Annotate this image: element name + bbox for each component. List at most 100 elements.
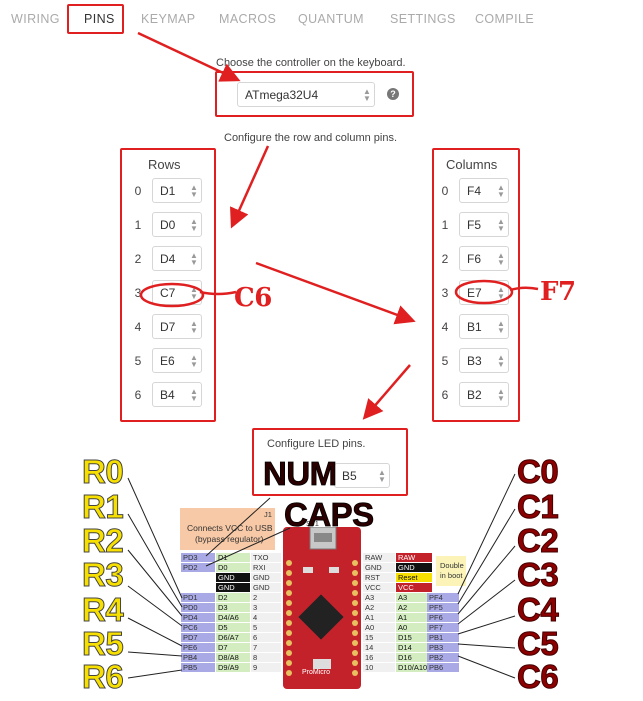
columns-select-2[interactable]: F6▲▼ [459,246,509,271]
left-pin-alt: GND [251,573,281,582]
right-pin-alt: D16 [396,653,432,662]
rows-panel [120,148,216,422]
tab-wiring[interactable]: WIRING [11,12,60,26]
rows-index: 2 [134,252,142,266]
left-pin-name: GND [216,583,250,592]
columns-select-0[interactable]: F4▲▼ [459,178,509,203]
columns-index: 0 [441,184,449,198]
columns-index: 5 [441,354,449,368]
right-pin-name: GND [363,563,395,572]
right-pin-name: 15 [363,633,395,642]
right-port-label: PF7 [427,623,459,632]
row-label-r2: R2 [81,522,124,559]
right-pin-alt: VCC [396,583,432,592]
rows-select-6[interactable]: B4▲▼ [152,382,202,407]
column-label-c2: C2 [516,522,559,559]
jumper-note-box [180,508,275,550]
column-label-c4: C4 [516,591,559,628]
right-pin-name: 10 [363,663,395,672]
help-icon[interactable]: ? [387,88,399,100]
left-port-label: PC6 [181,623,215,632]
right-pin-alt: A2 [396,603,432,612]
rows-value: D7 [160,319,176,334]
right-pin-name: RAW [363,553,395,562]
boot-note-line1: Double [440,561,464,570]
tab-macros[interactable]: MACROS [219,12,277,26]
left-port-label: PD7 [181,633,215,642]
board-brand-label: ProMicro [302,669,331,676]
left-pin-name: D0 [216,563,250,572]
left-port-label: PB5 [181,663,215,672]
controller-select[interactable]: ATmega32U4 ▲▼ [237,82,375,107]
right-pin-alt: Reset [396,573,432,582]
columns-index: 6 [441,388,449,402]
left-pin-alt: 2 [251,593,281,602]
rows-select-1[interactable]: D0 ▲▼ [152,212,202,237]
select-spinner-icon: ▲▼ [190,182,198,199]
row3-note: C6 [234,283,272,313]
arrow-3 [255,261,416,325]
right-pin-name: A0 [363,623,395,632]
rows-value: D0 [160,217,176,232]
left-pin-alt: 4 [251,613,281,622]
select-spinner-icon: ▲▼ [497,352,505,369]
tab-keymap[interactable]: KEYMAP [141,12,196,26]
columns-select-5[interactable]: B3▲▼ [459,348,509,373]
rows-title: Rows [148,157,181,172]
rows-value: D4 [160,251,176,266]
left-pin-name: D7 [216,643,250,652]
select-spinner-icon: ▲▼ [497,386,505,403]
right-pin-alt: D15 [396,633,432,642]
left-pin-alt: 5 [251,623,281,632]
select-spinner-icon: ▲▼ [363,86,371,103]
columns-value: F4 [467,183,482,198]
rows-value: B4 [160,387,175,402]
jumper-note-line2: (bypass regulator) [195,534,264,544]
right-pin-name: VCC [363,583,395,592]
rows-index: 5 [134,354,142,368]
j1-label: J1 [264,510,272,519]
left-port-label: PD3 [181,553,215,562]
row-label-r4: R4 [81,591,124,628]
rows-index: 0 [134,184,142,198]
tab-settings[interactable]: SETTINGS [390,12,456,26]
row-label-r6: R6 [81,658,124,695]
row3-scribble [199,290,237,296]
right-pin-name: A2 [363,603,395,612]
tab-quantum[interactable]: QUANTUM [298,12,364,26]
left-pin-name: D1 [216,553,250,562]
jumper-label: SJ1 [306,519,319,528]
right-pin-alt: A0 [396,623,432,632]
select-spinner-icon: ▲▼ [190,216,198,233]
left-pin-name: D9/A9 [216,663,250,672]
columns-select-4[interactable]: B1▲▼ [459,314,509,339]
select-spinner-icon: ▲▼ [497,216,505,233]
columns-value: B1 [467,319,482,334]
select-spinner-icon: ▲▼ [190,250,198,267]
rows-select-2[interactable]: D4 ▲▼ [152,246,202,271]
right-pin-name: RST [363,573,395,582]
left-pin-name: D6/A7 [216,633,250,642]
right-port-label: PB1 [427,633,459,642]
tab-pins[interactable]: PINS [84,12,115,26]
columns-select-6[interactable]: B2▲▼ [459,382,509,407]
right-pin-alt: D10/A10 [396,663,432,672]
led-select[interactable]: B5 ▲▼ [334,463,390,488]
led-value: B5 [342,468,357,483]
left-pin-name: D4/A6 [216,613,250,622]
columns-index: 2 [441,252,449,266]
tab-compile[interactable]: COMPILE [475,12,535,26]
right-port-label: PF5 [427,603,459,612]
rows-select-5[interactable]: E6▲▼ [152,348,202,373]
rows-value: E6 [160,353,175,368]
rows-select-4[interactable]: D7▲▼ [152,314,202,339]
columns-select-1[interactable]: F5 ▲▼ [459,212,509,237]
columns-value: F5 [467,217,482,232]
rows-select-0[interactable]: D1▲▼ [152,178,202,203]
led-hint: Configure LED pins. [267,438,366,450]
column-label-c3: C3 [516,556,559,593]
column-label-c0: C0 [516,453,559,490]
num-label: NUM [263,455,338,492]
left-pin-name: D2 [216,593,250,602]
